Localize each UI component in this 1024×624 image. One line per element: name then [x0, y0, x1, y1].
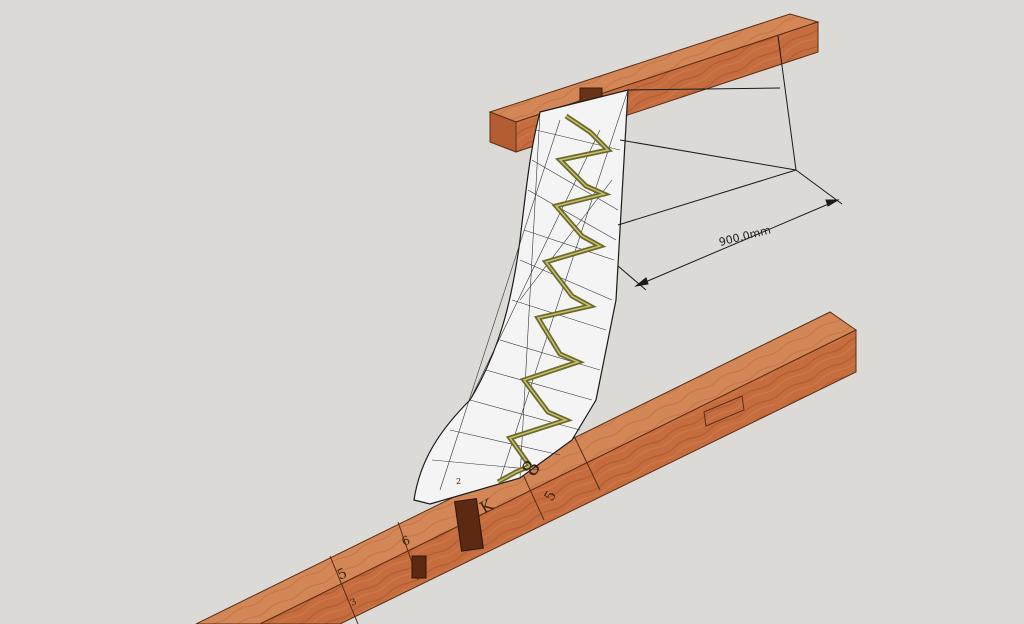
beam-slot-dark [454, 498, 484, 552]
beam-joint-4 [573, 435, 601, 491]
dim-line [635, 199, 839, 287]
dim-extension-vertical [777, 35, 797, 171]
construction-lines [431, 89, 629, 491]
mark-3: 3 [349, 597, 359, 609]
stair-plan-shape [413, 89, 629, 505]
beam-slot-small [411, 555, 427, 579]
dim-witness-right [795, 169, 843, 205]
dim-arrow-left [634, 277, 649, 287]
stair-outline[interactable] [413, 89, 629, 505]
dim-witness-left [617, 265, 647, 291]
beam-joint-3 [519, 467, 545, 521]
dim-extension-mid [619, 139, 797, 171]
dim-arrow-right [825, 199, 840, 207]
dim-extension-low [617, 169, 797, 226]
stair-stringer-highlight [497, 115, 610, 483]
dimension-label: 900,0mm [718, 223, 772, 248]
dimension-annotation[interactable] [617, 35, 843, 291]
beam-joint-1 [329, 555, 359, 624]
beam-mortise-mark [703, 395, 745, 427]
bottom-beam-front-face [259, 329, 857, 624]
mark-2: 2 [456, 477, 461, 486]
top-beam-end-face [489, 111, 517, 153]
dim-extension-top [627, 87, 781, 91]
